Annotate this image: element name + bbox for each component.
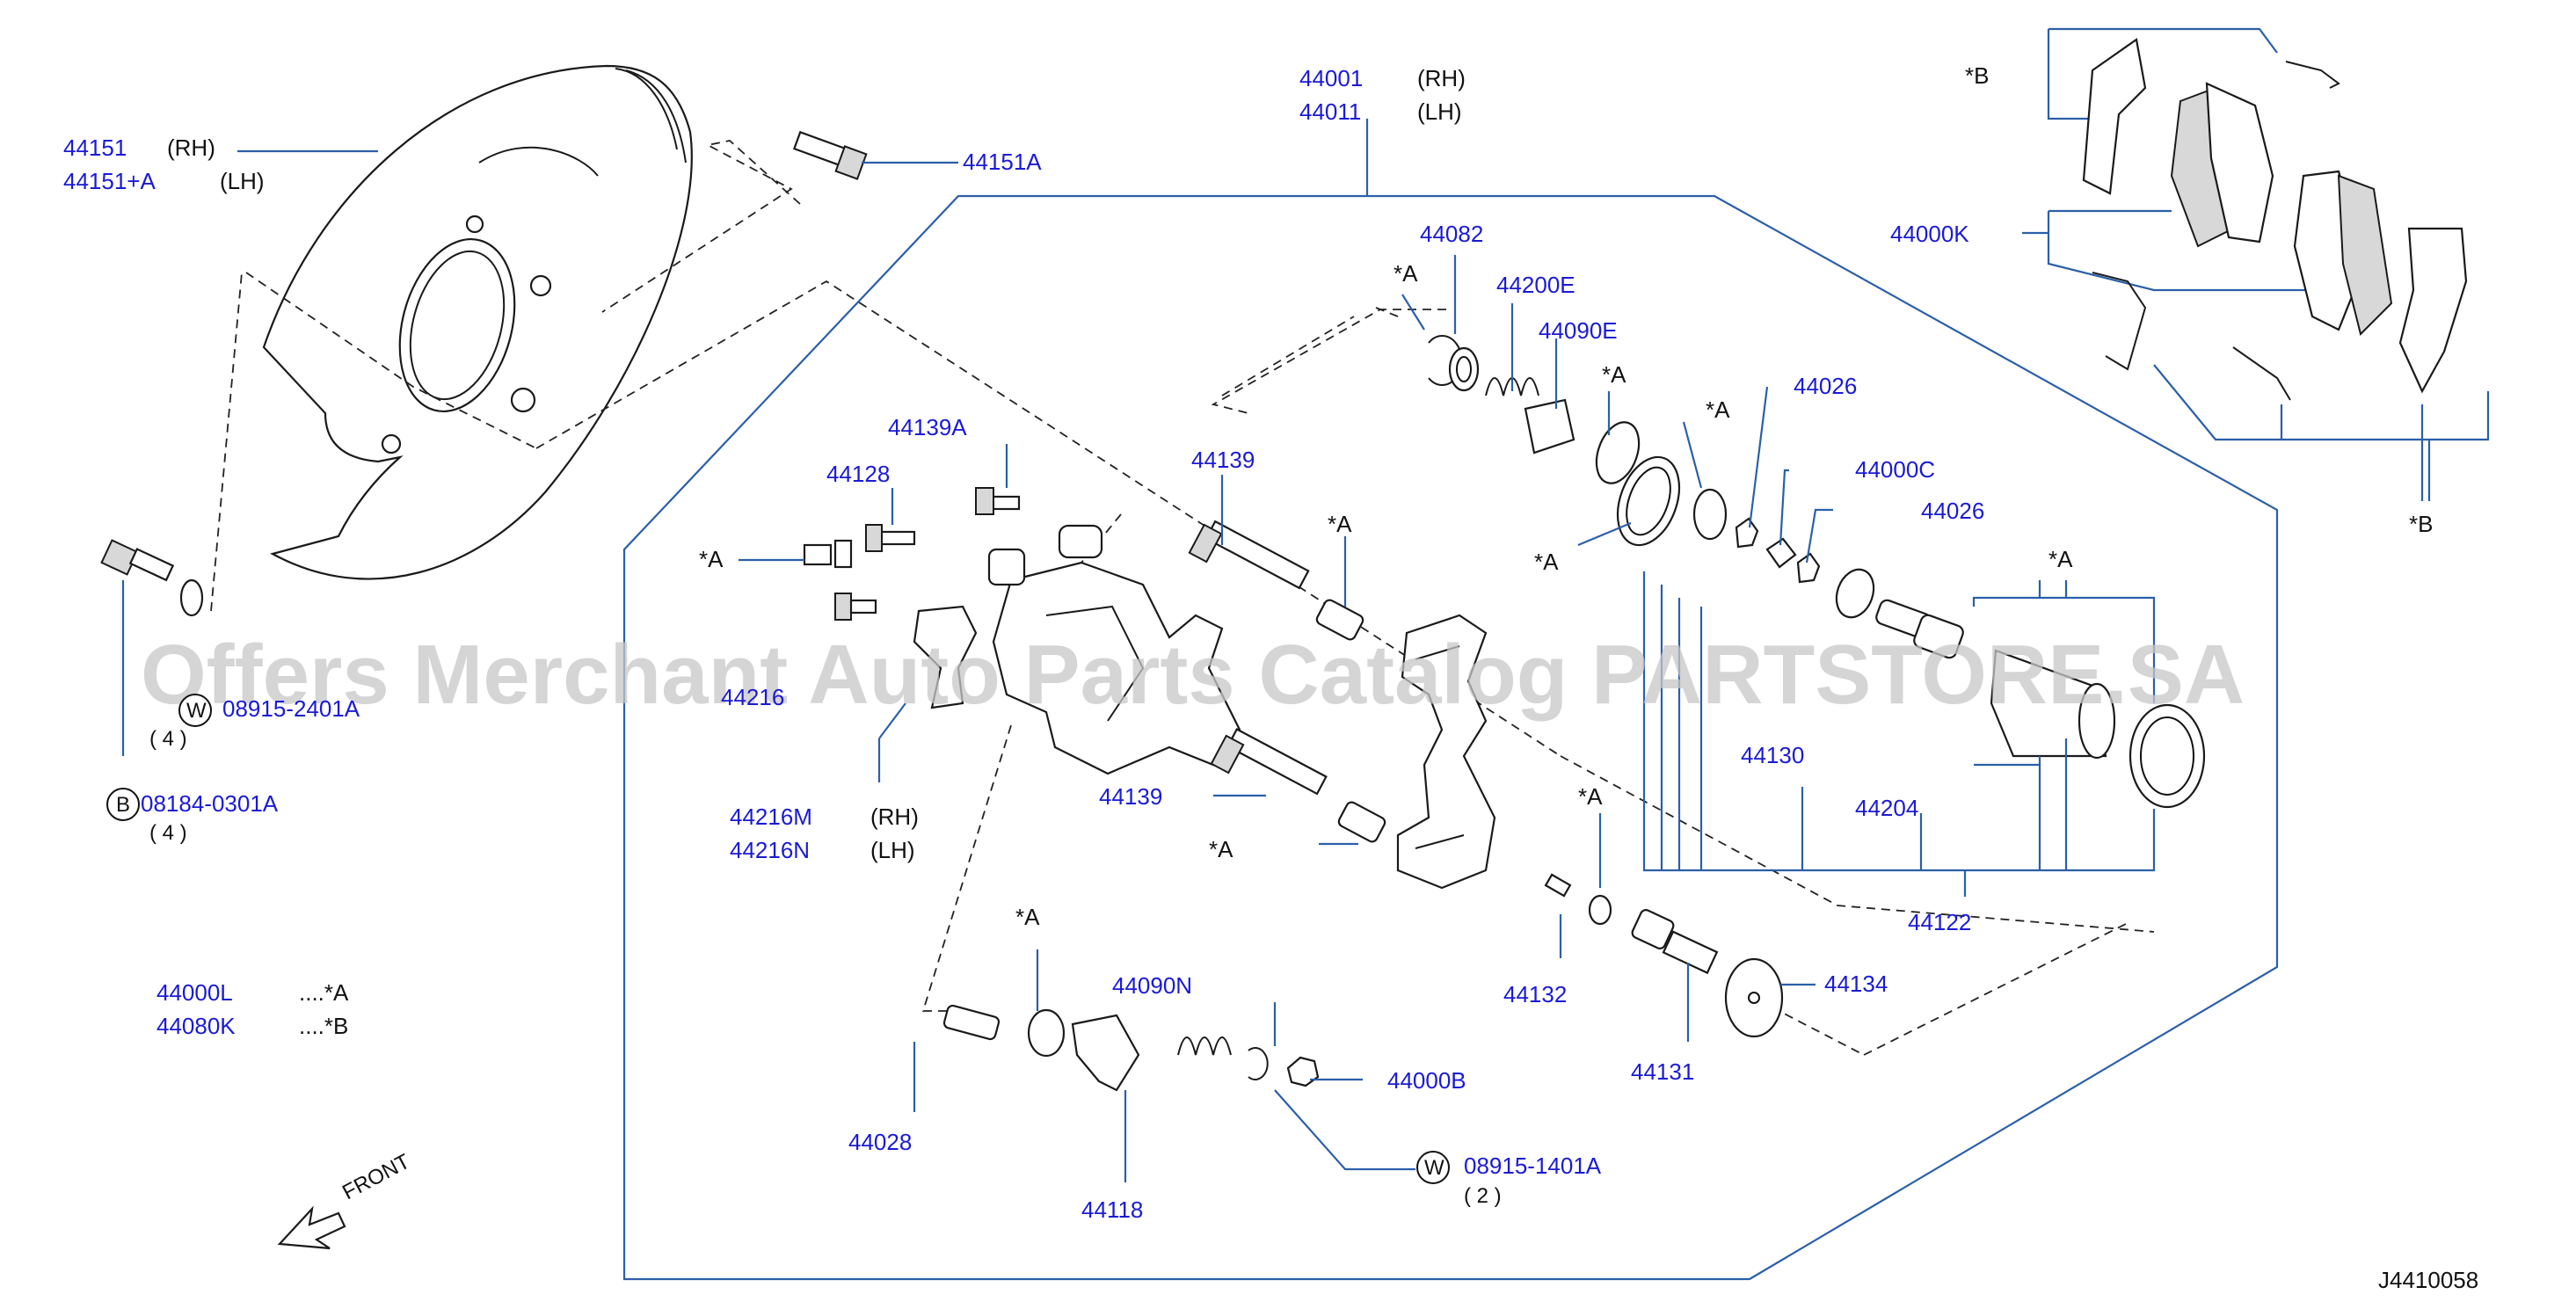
label-44090N: 44090N [1112, 972, 1192, 999]
bolt-08184 [100, 539, 204, 617]
label-44001: 44001 [1299, 65, 1363, 91]
brake-backing-plate [262, 64, 693, 580]
piston-group-bracket [1642, 571, 2156, 897]
marker-a-2: *A [1602, 361, 1626, 388]
assembly-dash-lines [210, 140, 2155, 1056]
lever-44118 [1071, 1014, 1140, 1092]
marker-b-1: *B [1965, 62, 1989, 89]
label-44151: 44151 [63, 135, 127, 161]
bolt-44139A [975, 487, 1021, 515]
piston-seal-set [1428, 335, 1821, 584]
label-44151A-lh-side: (LH) [220, 168, 265, 194]
marker-a-1: *A [1394, 260, 1418, 287]
label-44128: 44128 [826, 461, 890, 487]
label-44139a: 44139 [1191, 447, 1255, 473]
marker-a-4: *A [1534, 549, 1559, 575]
marker-a-7: *A [699, 546, 724, 572]
label-44090E: 44090E [1539, 317, 1618, 344]
label-44151A: 44151A [963, 149, 1042, 175]
label-08915-1401A: 08915-1401A [1464, 1153, 1602, 1179]
marker-a-10: *A [1015, 904, 1040, 930]
marker-a-9: *A [1578, 783, 1603, 810]
slide-pin-upper [1188, 520, 1364, 641]
label-44134: 44134 [1824, 971, 1888, 997]
label-44000L: 44000L [156, 979, 233, 1006]
w-marker-2: W [1416, 1151, 1450, 1184]
label-08915-1401A-qty: ( 2 ) [1464, 1184, 1502, 1208]
label-44130: 44130 [1741, 742, 1804, 768]
label-44000K: 44000K [1890, 221, 1969, 247]
label-08184-0301A: 08184-0301A [141, 790, 279, 817]
bleeder-screw-44131 [1631, 909, 1719, 975]
dust-cap-44134 [1724, 957, 1784, 1038]
svg-text:B: B [116, 793, 130, 817]
slide-pin-lower [1210, 728, 1386, 843]
label-44216N-lh: (LH) [870, 837, 915, 863]
label-44151A-lh: 44151+A [63, 168, 156, 194]
marker-a-3: *A [1706, 396, 1730, 423]
label-44131: 44131 [1631, 1058, 1694, 1085]
label-44001-rh: (RH) [1417, 65, 1466, 91]
label-44082: 44082 [1420, 221, 1483, 247]
w-marker-1: W [178, 694, 212, 727]
svg-text:W: W [1424, 1156, 1444, 1180]
piston-44204 [1990, 649, 2206, 809]
adjuster-44028 [942, 1004, 1066, 1058]
spring-44090N [1177, 1036, 1320, 1087]
label-08915-2401A-qty: ( 4 ) [149, 727, 187, 751]
label-44139A: 44139A [888, 414, 967, 440]
label-44028: 44028 [848, 1129, 912, 1155]
label-44216N: 44216N [730, 837, 810, 863]
leader-lines [121, 119, 2424, 1182]
label-44000L-ref: ....*A [299, 979, 349, 1006]
brake-pads [2082, 38, 2468, 401]
sensor-bracket-44216 [913, 605, 978, 709]
label-44118: 44118 [1081, 1196, 1143, 1223]
label-44000C: 44000C [1855, 456, 1935, 483]
diagram-id: J4410058 [2378, 1267, 2478, 1293]
label-08184-0301A-qty: ( 4 ) [149, 821, 187, 845]
bleeder-44128 [803, 524, 916, 621]
bleeder-cap-44132 [1544, 873, 1612, 926]
label-44000B: 44000B [1387, 1067, 1466, 1094]
label-44216M-rh: (RH) [870, 804, 919, 830]
torque-member [987, 524, 1241, 775]
front-arrow: FRONT [277, 1149, 414, 1250]
label-44122: 44122 [1908, 909, 1971, 935]
piston-44130 [1835, 568, 1964, 659]
label-44216M: 44216M [730, 804, 812, 830]
label-44204: 44204 [1855, 795, 1918, 821]
label-08915-2401A: 08915-2401A [222, 695, 360, 722]
svg-text:W: W [186, 699, 207, 723]
label-44080K-ref: ....*B [299, 1013, 348, 1039]
marker-b-2: *B [2409, 511, 2433, 537]
caliper-assembly-frame [622, 194, 2279, 1281]
b-marker-1: B [106, 788, 140, 821]
callout-labels: 44151 (RH) 44151+A (LH) 44151A 44001 (RH… [63, 62, 2478, 1293]
label-44011: 44011 [1299, 98, 1361, 125]
bolt-44151A [792, 130, 868, 180]
marker-a-8: *A [1209, 836, 1233, 862]
front-label: FRONT [338, 1149, 414, 1204]
marker-a-6: *A [1328, 511, 1352, 537]
label-44132: 44132 [1503, 981, 1567, 1007]
label-44026a: 44026 [1794, 373, 1857, 399]
label-44151-rh: (RH) [167, 135, 215, 161]
label-44011-lh: (LH) [1417, 98, 1462, 125]
caliper-body [1396, 614, 1496, 890]
pad-kit-bracket [2047, 27, 2490, 501]
label-44200E: 44200E [1496, 272, 1575, 298]
marker-a-5: *A [2048, 546, 2073, 572]
label-44026b: 44026 [1921, 498, 1984, 524]
label-44080K: 44080K [156, 1013, 236, 1039]
label-44216: 44216 [721, 684, 784, 710]
watermark: Offers Merchant Auto Parts Catalog PARTS… [141, 628, 2245, 722]
label-44139b: 44139 [1099, 783, 1162, 810]
